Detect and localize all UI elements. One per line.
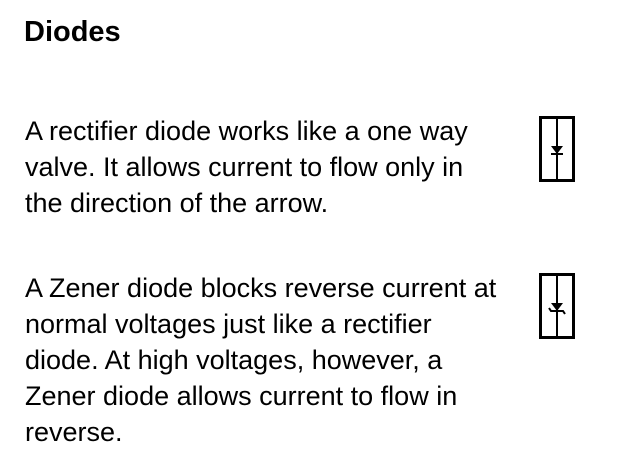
page-title: Diodes [24,16,121,48]
zener-diode-symbol-icon [539,273,575,339]
rectifier-diode-symbol-icon [539,116,575,182]
zener-diode-description: A Zener diode blocks reverse current at … [25,273,497,447]
rectifier-diode-description: A rectifier diode works like a one way v… [25,116,468,218]
